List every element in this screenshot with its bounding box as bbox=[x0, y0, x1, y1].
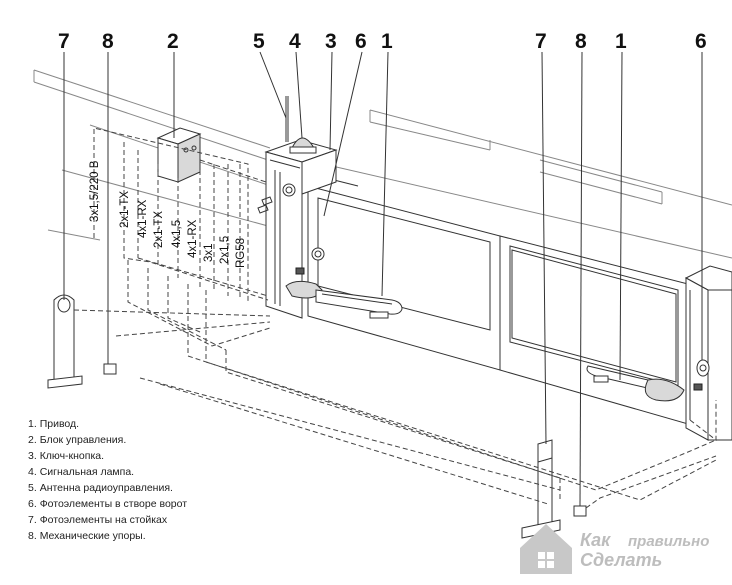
callout-5: 5 bbox=[253, 30, 265, 53]
legend-item-3: 3. Ключ-кнопка. bbox=[28, 450, 104, 462]
legend-item-6: 6. Фотоэлементы в створе ворот bbox=[28, 498, 187, 510]
brand-line1-small: правильно bbox=[628, 533, 709, 550]
antenna bbox=[285, 96, 289, 142]
background-wall bbox=[33, 69, 732, 259]
cable-label-1: 2x1-TX bbox=[119, 191, 131, 228]
legend: 1. Привод. 2. Блок управления. 3. Ключ-к… bbox=[28, 418, 187, 542]
stop-left bbox=[103, 363, 117, 375]
legend-item-7: 7. Фотоэлементы на стойках bbox=[28, 514, 168, 526]
callout-8-left: 8 bbox=[102, 30, 114, 53]
cable-labels: 3x1,5/220 В 2x1-TX 4x1-RX 2x1-TX 4x1,5 4… bbox=[89, 160, 247, 268]
actuator-left bbox=[285, 267, 403, 319]
control-box bbox=[156, 127, 202, 183]
brand-line2: Сделать bbox=[580, 550, 662, 570]
gate-leaf-left bbox=[307, 175, 501, 371]
cable-label-mains: 3x1,5/220 В bbox=[89, 160, 101, 222]
pillar-right bbox=[684, 265, 732, 441]
brand-watermark: Как правильно Сделать bbox=[520, 524, 709, 574]
callout-6-right: 6 bbox=[695, 30, 707, 53]
callout-numbers-right: 7 8 1 6 bbox=[535, 30, 707, 53]
callout-7-right: 7 bbox=[535, 30, 547, 53]
callout-6-left: 6 bbox=[355, 30, 367, 53]
callout-7-left: 7 bbox=[58, 30, 70, 53]
photocell-gate-right bbox=[696, 359, 710, 377]
cable-label-7: 2x1,5 bbox=[219, 236, 231, 264]
actuator-right bbox=[586, 365, 703, 402]
photocell-post-right bbox=[521, 439, 561, 539]
callout-1-right: 1 bbox=[615, 30, 627, 53]
cable-label-2: 4x1-RX bbox=[137, 199, 149, 238]
legend-item-2: 2. Блок управления. bbox=[28, 434, 126, 446]
callout-8-right: 8 bbox=[575, 30, 587, 53]
house-logo-icon bbox=[520, 524, 572, 574]
brand-line1-big: Как bbox=[580, 530, 611, 550]
cable-label-5: 4x1-RX bbox=[187, 219, 199, 258]
callout-2: 2 bbox=[167, 30, 179, 53]
callout-4: 4 bbox=[289, 30, 301, 53]
signal-lamp bbox=[289, 137, 317, 154]
callout-numbers-left: 7 8 2 5 4 3 6 1 bbox=[58, 30, 393, 53]
legend-item-5: 5. Антенна радиоуправления. bbox=[28, 482, 173, 494]
stop-right bbox=[573, 505, 587, 517]
cable-routes bbox=[73, 127, 717, 509]
key-switch bbox=[257, 183, 296, 214]
cable-label-4: 4x1,5 bbox=[171, 220, 183, 248]
cable-label-8: RG58 bbox=[235, 238, 247, 268]
legend-item-1: 1. Привод. bbox=[28, 418, 79, 430]
callout-3: 3 bbox=[325, 30, 337, 53]
legend-item-8: 8. Механические упоры. bbox=[28, 530, 146, 542]
cable-label-3: 2x1-TX bbox=[153, 211, 165, 248]
cable-label-6: 3x1 bbox=[203, 243, 215, 262]
photocell-post-left bbox=[47, 294, 83, 389]
leader-lines bbox=[63, 51, 703, 507]
callout-1-left: 1 bbox=[381, 30, 393, 53]
photocell-gate-left bbox=[311, 247, 325, 261]
legend-item-4: 4. Сигнальная лампа. bbox=[28, 466, 134, 478]
